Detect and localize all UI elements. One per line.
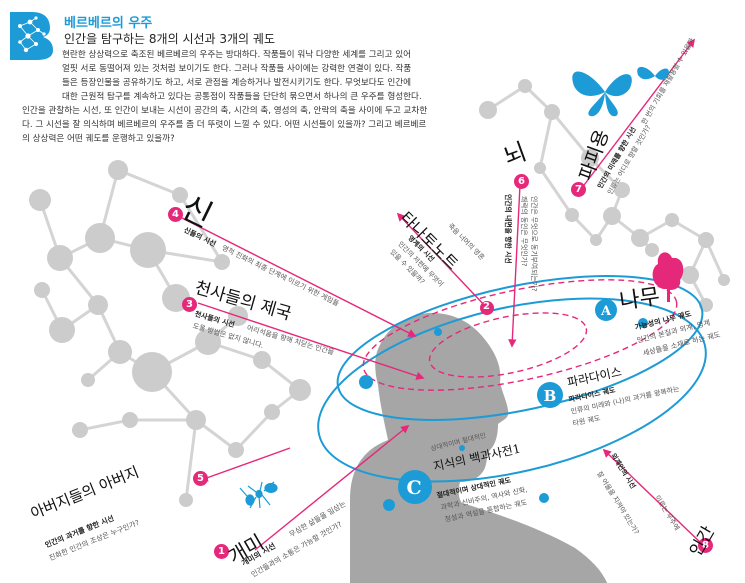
intro-line: 의 상상력은 어떤 궤도를 운행하고 있을까? (22, 134, 175, 144)
page-subtitle: 인간을 탐구하는 8개의 시선과 3개의 궤도 (64, 32, 275, 46)
intro-line: 얼핏 서로 동떨어져 있는 것처럼 보이기도 한다. 그러나 작품들 사이에는 … (62, 64, 412, 74)
work-number-5: 5 (193, 471, 208, 486)
intro-line: 다. 그 시선을 잘 의식하며 베르베르의 우주를 좀 더 뚜렷이 느낄 수 있… (22, 120, 427, 130)
intro-line: 현란한 상상력으로 축조된 베르베르의 우주는 방대하다. 작품들이 워낙 다양… (62, 50, 412, 60)
tree-icon (652, 252, 684, 302)
butterfly-icon (572, 71, 632, 117)
orbit-medallion-b: B (537, 382, 563, 408)
work-number-8: 8 (698, 538, 713, 553)
work-number-3: 3 (182, 297, 197, 312)
ant-icon (239, 481, 278, 509)
orbit-title-tree: 나무 (618, 284, 662, 315)
thanatonaut-node (480, 301, 494, 315)
work-desc-brain: 인간은 무엇으로 동기부여되는가? (530, 196, 538, 292)
orbit-medallion-c: C (398, 470, 432, 504)
molecule-network-icon (29, 160, 311, 507)
vision-arrows (181, 38, 704, 551)
work-number-2: 2 (483, 301, 490, 312)
orbit-medallion-a: A (595, 299, 617, 321)
work-desc-brain: 쾌락의 동인은 무엇인가? (520, 196, 528, 267)
work-number-6: 6 (514, 174, 529, 189)
orbit-letter-a: A (600, 304, 612, 319)
work-number-4: 4 (168, 207, 183, 222)
intro-line: 대한 근원적 탐구를 계속하고 있다는 공통점이 작품들을 단단히 묶으면서 하… (62, 92, 422, 102)
work-desc-bold-brain: 인간의 내면을 향한 시선 (504, 194, 512, 264)
human-silhouette (350, 312, 608, 583)
molecule-network-icon (479, 79, 730, 312)
butterfly-icon (637, 66, 669, 80)
intro-line: 들은 등장인물을 공유하기도 하고, 서로 관점을 계승하거나 발전시키기도 한… (62, 78, 412, 88)
page-title: 베르베르의 우주 (64, 16, 153, 31)
orbit-nodes (359, 318, 648, 511)
work-number-7: 7 (571, 182, 586, 197)
orbit-letter-b: B (544, 387, 557, 405)
work-number-1: 1 (214, 544, 229, 559)
intro-line: 인간을 관찰하는 시선, 또 인간이 보내는 시선이 공간의 축, 시간의 축,… (22, 106, 428, 116)
orbit-letter-c: C (406, 477, 421, 499)
molecule-network-icon (10, 12, 53, 60)
